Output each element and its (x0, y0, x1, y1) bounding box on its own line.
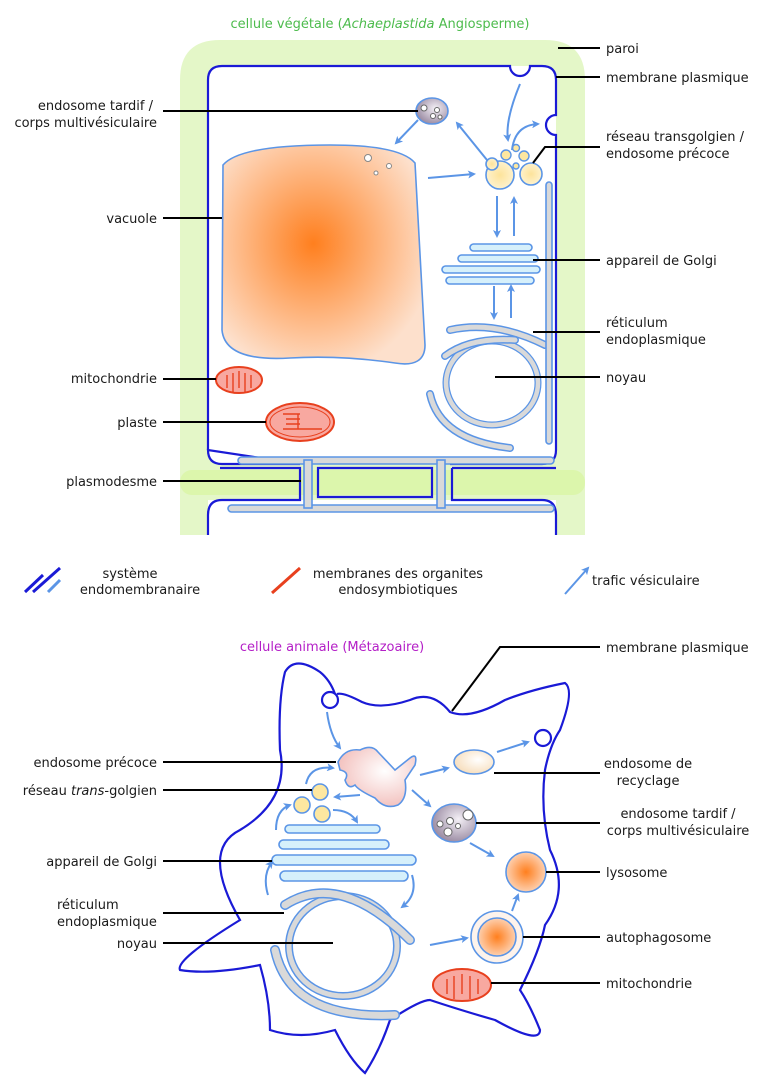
label-endosome-tardif: endosome tardif /corps multivésiculaire (14, 99, 157, 131)
label-mitochondrie: mitochondrie (71, 372, 157, 387)
arrow (333, 792, 361, 801)
plasmodesma (206, 456, 558, 535)
label-reseau-transgolgien: réseau transgolgien /endosome précoce (606, 130, 745, 162)
arrow (503, 83, 521, 142)
label-autophagosome: autophagosome (606, 931, 711, 946)
legend-arrow-icon (564, 566, 590, 595)
label-animal-golgi: appareil de Golgi (46, 855, 157, 870)
arrow (469, 842, 495, 857)
legend-plasma-membrane-swatch (23, 573, 45, 594)
legend-endomembrane-swatch (46, 578, 62, 594)
label-lysosome: lysosome (606, 866, 667, 881)
plant-cell: cellule végétale (Achaeplastida Angiospe… (14, 17, 749, 540)
arrow (427, 170, 476, 179)
arrow (511, 120, 540, 151)
plant-tgn (485, 143, 543, 190)
label-plaste: plaste (117, 416, 157, 431)
label-vacuole: vacuole (106, 212, 157, 227)
arrow (511, 893, 520, 912)
animal-tgn (293, 783, 331, 823)
arrow (275, 803, 292, 831)
arrow (394, 119, 419, 145)
label-animal-membrane-plasmique: membrane plasmique (606, 641, 749, 656)
label-endosome-precoce: endosome précoce (33, 756, 157, 771)
animal-er-nucleus (270, 888, 415, 1021)
arrow (264, 860, 274, 896)
animal-early-endosome (337, 746, 417, 808)
arrow (411, 789, 432, 808)
plant-er-nucleus (426, 181, 553, 452)
plant-plasma-membrane (206, 64, 558, 466)
animal-cell-title: cellule animale (Métazoaire) (240, 640, 424, 655)
label-golgi: appareil de Golgi (606, 254, 717, 269)
arrow (400, 874, 415, 909)
arrow (419, 765, 450, 776)
animal-golgi (271, 824, 417, 882)
animal-mvb (431, 803, 477, 843)
arrow (332, 809, 359, 824)
autophagosome (470, 910, 524, 964)
legend-endosymbiotic-swatch (271, 566, 301, 595)
animal-recycling-endosome (453, 749, 495, 775)
legend-vesicular-label: trafic vésiculaire (592, 574, 700, 589)
lysosome (505, 851, 547, 893)
plant-golgi (441, 243, 541, 285)
arrow (496, 740, 530, 753)
animal-mitochondrion (432, 968, 492, 1002)
endocytic-pit (320, 690, 340, 710)
label-animal-noyau: noyau (117, 937, 157, 952)
arrow (326, 711, 342, 750)
label-plasmodesme: plasmodesme (66, 475, 157, 490)
plastid (265, 402, 335, 442)
plant-cell-title: cellule végétale (Achaeplastida Angiospe… (231, 17, 530, 32)
animal-leader-lines (163, 646, 600, 984)
label-reseau-trans-golgien: réseau trans-golgien (23, 784, 157, 799)
animal-cell: cellule animale (Métazoaire) (23, 640, 750, 1075)
label-noyau: noyau (606, 371, 646, 386)
label-animal-mitochondrie: mitochondrie (606, 977, 692, 992)
label-membrane-plasmique: membrane plasmique (606, 71, 749, 86)
arrow (455, 121, 488, 161)
arrow (305, 763, 335, 785)
label-paroi: paroi (606, 42, 639, 57)
middle-lamella (180, 470, 585, 495)
label-animal-endosome-tardif: endosome tardif /corps multivésiculaire (607, 807, 750, 839)
plant-leader-lines (163, 47, 600, 482)
animal-plasma-membrane (178, 662, 571, 1075)
plant-mvb (415, 97, 449, 125)
plant-mitochondrion (215, 366, 263, 394)
arrow (429, 935, 469, 946)
vacuole (221, 144, 426, 365)
exocytic-pit (533, 728, 553, 748)
